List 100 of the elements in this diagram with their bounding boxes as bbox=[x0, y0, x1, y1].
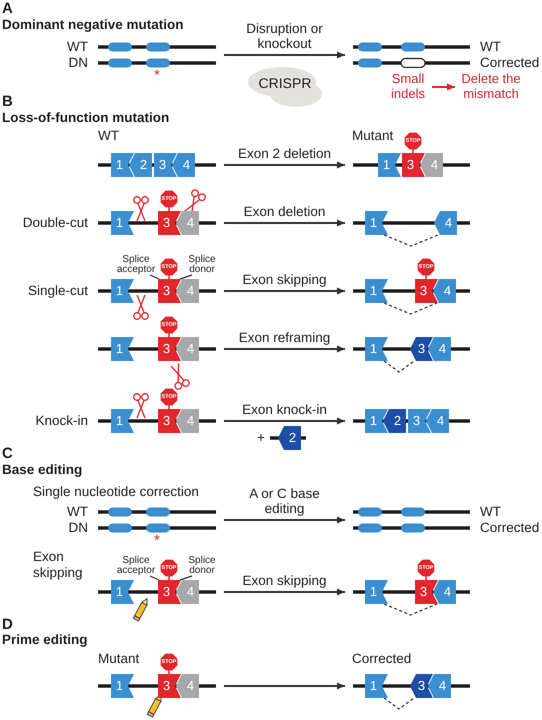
text-label: WT bbox=[98, 128, 119, 144]
gene-construct bbox=[98, 652, 216, 698]
annotation-text: Splice donor bbox=[184, 556, 220, 576]
text-label: Corrected bbox=[352, 651, 412, 667]
gene-construct bbox=[270, 426, 306, 450]
exon-block: 4 bbox=[176, 279, 199, 303]
exon-block: 3 bbox=[158, 211, 181, 235]
arrow bbox=[224, 516, 345, 524]
exon-block: 2 bbox=[383, 409, 406, 433]
exon-block: 2 bbox=[278, 426, 301, 450]
edge-label: Exon deletion bbox=[244, 204, 326, 219]
mutation-mark: * bbox=[154, 68, 160, 83]
text-label: Mutant bbox=[352, 128, 394, 144]
row-label: Corrected bbox=[480, 55, 540, 71]
exon-block: 3 bbox=[402, 153, 425, 177]
exon-block: 3 bbox=[158, 279, 181, 303]
arrow bbox=[432, 83, 455, 90]
splice-line bbox=[384, 360, 414, 373]
exon-block: 4 bbox=[420, 153, 443, 177]
gene-construct bbox=[98, 315, 216, 361]
annotation-text: Splice acceptor bbox=[114, 556, 158, 576]
exon-block: 4 bbox=[176, 674, 199, 698]
exon-block: 3 bbox=[158, 409, 181, 433]
exon-block: 1 bbox=[111, 409, 134, 433]
text-label: Knock-in bbox=[35, 413, 88, 429]
exon-block: 1 bbox=[111, 211, 134, 235]
exon-block: 4 bbox=[176, 409, 199, 433]
exon-block: 1 bbox=[111, 580, 134, 604]
exon-block: 4 bbox=[176, 337, 199, 361]
exon-block: 3 bbox=[158, 674, 181, 698]
leader-line bbox=[180, 274, 192, 280]
exon-block: 4 bbox=[176, 211, 199, 235]
splice-line bbox=[384, 603, 438, 616]
edge-label: Exon skipping bbox=[242, 573, 327, 588]
section-heading: Prime editing bbox=[2, 632, 88, 648]
arrow bbox=[224, 288, 345, 294]
arrow bbox=[224, 52, 345, 58]
exon-block: 3 bbox=[154, 153, 177, 177]
gene-construct bbox=[353, 131, 470, 177]
exon-block: 3 bbox=[410, 674, 433, 698]
section-heading: A bbox=[2, 0, 13, 18]
exon-block: 3 bbox=[158, 580, 181, 604]
annotation-text: Splice acceptor bbox=[114, 255, 158, 275]
section-heading: D bbox=[2, 616, 13, 634]
gene-pair-drawing bbox=[98, 42, 216, 68]
exon-block: 1 bbox=[365, 337, 388, 361]
exon-block: 4 bbox=[172, 153, 195, 177]
exon-block: 4 bbox=[434, 211, 457, 235]
splice-line bbox=[384, 234, 438, 247]
row-label: WT bbox=[67, 504, 88, 520]
gene-construct bbox=[353, 211, 470, 235]
gene-construct bbox=[98, 153, 216, 177]
section-heading: Dominant negative mutation bbox=[2, 17, 184, 33]
text-label: Single nucleotide correction bbox=[33, 484, 199, 500]
arrow bbox=[224, 162, 345, 168]
gene-construct bbox=[353, 674, 470, 698]
gene-pair-drawing bbox=[353, 507, 470, 533]
text-label: Double-cut bbox=[22, 215, 88, 231]
row-label: DN bbox=[68, 520, 88, 536]
exon-block: 4 bbox=[176, 580, 199, 604]
exon-block: 4 bbox=[433, 279, 456, 303]
exon-block: 1 bbox=[111, 674, 134, 698]
exon-block: 1 bbox=[111, 337, 134, 361]
exon-block: 3 bbox=[415, 279, 438, 303]
gene-construct bbox=[98, 189, 216, 235]
exon-block: 1 bbox=[111, 153, 134, 177]
exon-block: 1 bbox=[111, 279, 134, 303]
text-label: Exon skipping bbox=[33, 549, 84, 580]
gene-construct bbox=[353, 257, 470, 303]
text-label: Mutant bbox=[98, 651, 140, 667]
mutation-mark: * bbox=[154, 533, 160, 548]
splice-line bbox=[384, 302, 438, 315]
arrow bbox=[224, 346, 345, 352]
exon-block: 1 bbox=[365, 211, 388, 235]
exon-block: 3 bbox=[410, 337, 433, 361]
exon-block: 4 bbox=[426, 409, 449, 433]
row-label: WT bbox=[67, 39, 88, 55]
exon-block: 3 bbox=[408, 409, 431, 433]
exon-block: 1 bbox=[365, 279, 388, 303]
gene-construct bbox=[353, 337, 470, 361]
gene-construct bbox=[98, 387, 216, 433]
exon-block: 4 bbox=[433, 580, 456, 604]
splice-line bbox=[384, 698, 414, 710]
leader-line bbox=[150, 274, 160, 280]
annotation-text: Small indels bbox=[386, 72, 430, 102]
exon-block: 3 bbox=[415, 580, 438, 604]
gene-pair-drawing bbox=[353, 42, 470, 68]
section-heading: B bbox=[2, 93, 13, 110]
row-label: WT bbox=[480, 504, 501, 520]
annotation-text: Splice donor bbox=[184, 255, 220, 275]
gene-construct bbox=[353, 409, 470, 433]
gene-construct bbox=[353, 558, 470, 604]
arrow bbox=[224, 682, 345, 690]
exon-block: 3 bbox=[158, 337, 181, 361]
text-label: Single-cut bbox=[28, 283, 88, 299]
row-label: WT bbox=[480, 39, 501, 55]
leader-line bbox=[180, 575, 192, 581]
arrow bbox=[224, 588, 345, 596]
row-label: Corrected bbox=[480, 520, 540, 536]
edge-label: Exon 2 deletion bbox=[238, 146, 332, 161]
